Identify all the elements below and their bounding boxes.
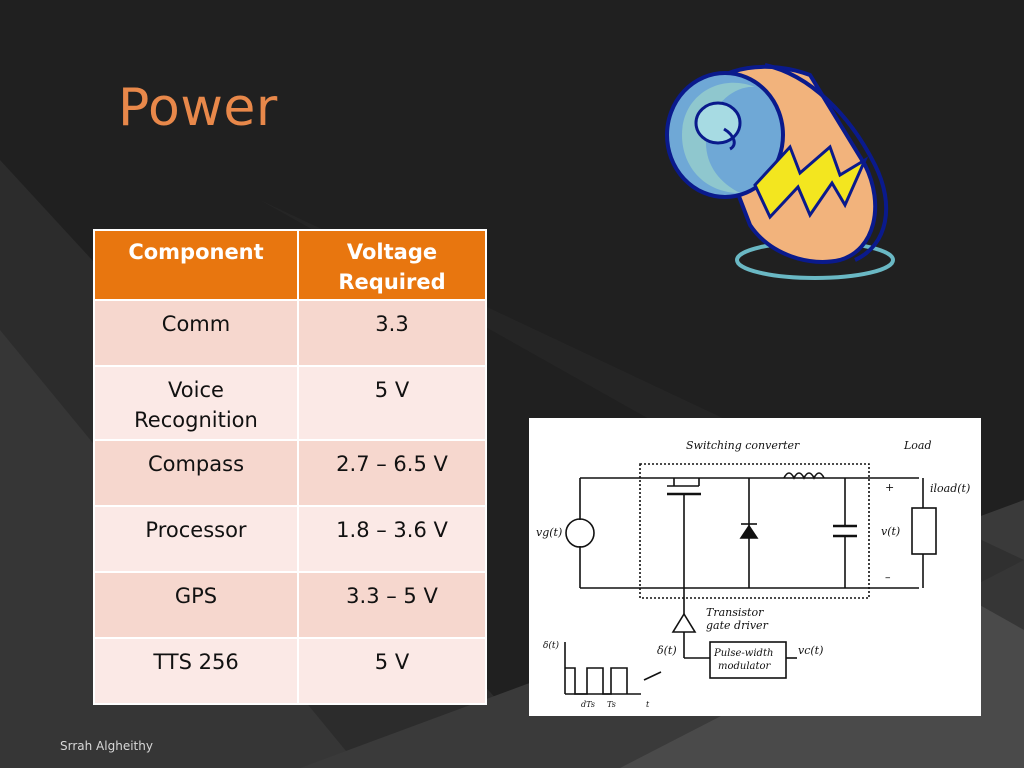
label-gate-driver: gate driver xyxy=(706,619,769,632)
pwm-modulator-box xyxy=(709,641,787,679)
cell-component: TTS 256 xyxy=(93,637,299,705)
cell-voltage: 3.3 – 5 V xyxy=(297,571,487,639)
inductor-icon xyxy=(783,472,825,480)
label-plus: + xyxy=(885,481,894,494)
cell-component: Compass xyxy=(93,439,299,507)
cell-component: Comm xyxy=(93,299,299,367)
diode-icon xyxy=(739,524,759,539)
slide-footer: Srrah Algheithy xyxy=(60,739,153,753)
voltage-source-icon xyxy=(565,518,595,548)
label-transistor: Transistor xyxy=(706,606,764,619)
header-voltage: Voltage Required xyxy=(297,229,487,301)
label-ts: Ts xyxy=(607,700,616,709)
table-row: GPS 3.3 – 5 V xyxy=(93,571,487,639)
converter-boundary xyxy=(639,463,870,599)
cell-component: GPS xyxy=(93,571,299,639)
header-component: Component xyxy=(93,229,299,301)
table-header-row: Component Voltage Required xyxy=(93,229,487,301)
table-row: Comm 3.3 xyxy=(93,299,487,367)
power-table: Component Voltage Required Comm 3.3 Voic… xyxy=(93,229,487,705)
label-vc: vc(t) xyxy=(798,644,823,657)
label-iload: iload(t) xyxy=(930,482,970,495)
cell-voltage: 2.7 – 6.5 V xyxy=(297,439,487,507)
label-pwm-2: modulator xyxy=(718,661,772,672)
label-switching-converter: Switching converter xyxy=(686,439,800,452)
gate-driver-icon xyxy=(671,612,697,633)
slide-title: Power xyxy=(118,78,278,138)
table-row: Voice Recognition 5 V xyxy=(93,365,487,441)
label-pwm-1: Pulse-width xyxy=(713,648,773,659)
cell-component: Voice Recognition xyxy=(93,365,299,441)
pwm-waveform xyxy=(565,667,628,695)
label-delta-axis: δ(t) xyxy=(543,640,560,651)
label-delta: δ(t) xyxy=(657,644,677,657)
label-vg: vg(t) xyxy=(536,526,562,539)
table-row: Processor 1.8 – 3.6 V xyxy=(93,505,487,573)
cell-voltage: 5 V xyxy=(297,365,487,441)
cell-voltage: 5 V xyxy=(297,637,487,705)
label-load: Load xyxy=(903,439,932,452)
label-dts: dTs xyxy=(581,700,595,709)
table-row: TTS 256 5 V xyxy=(93,637,487,705)
cell-voltage: 3.3 xyxy=(297,299,487,367)
label-vt: v(t) xyxy=(881,525,900,538)
switching-converter-diagram: Switching converter Load vg(t) iload(t) … xyxy=(529,418,981,716)
cell-component: Processor xyxy=(93,505,299,573)
battery-clipart-icon xyxy=(665,63,895,280)
load-resistor xyxy=(911,507,937,555)
label-t: t xyxy=(646,700,650,709)
table-row: Compass 2.7 – 6.5 V xyxy=(93,439,487,507)
label-minus: – xyxy=(885,571,891,584)
cell-voltage: 1.8 – 3.6 V xyxy=(297,505,487,573)
